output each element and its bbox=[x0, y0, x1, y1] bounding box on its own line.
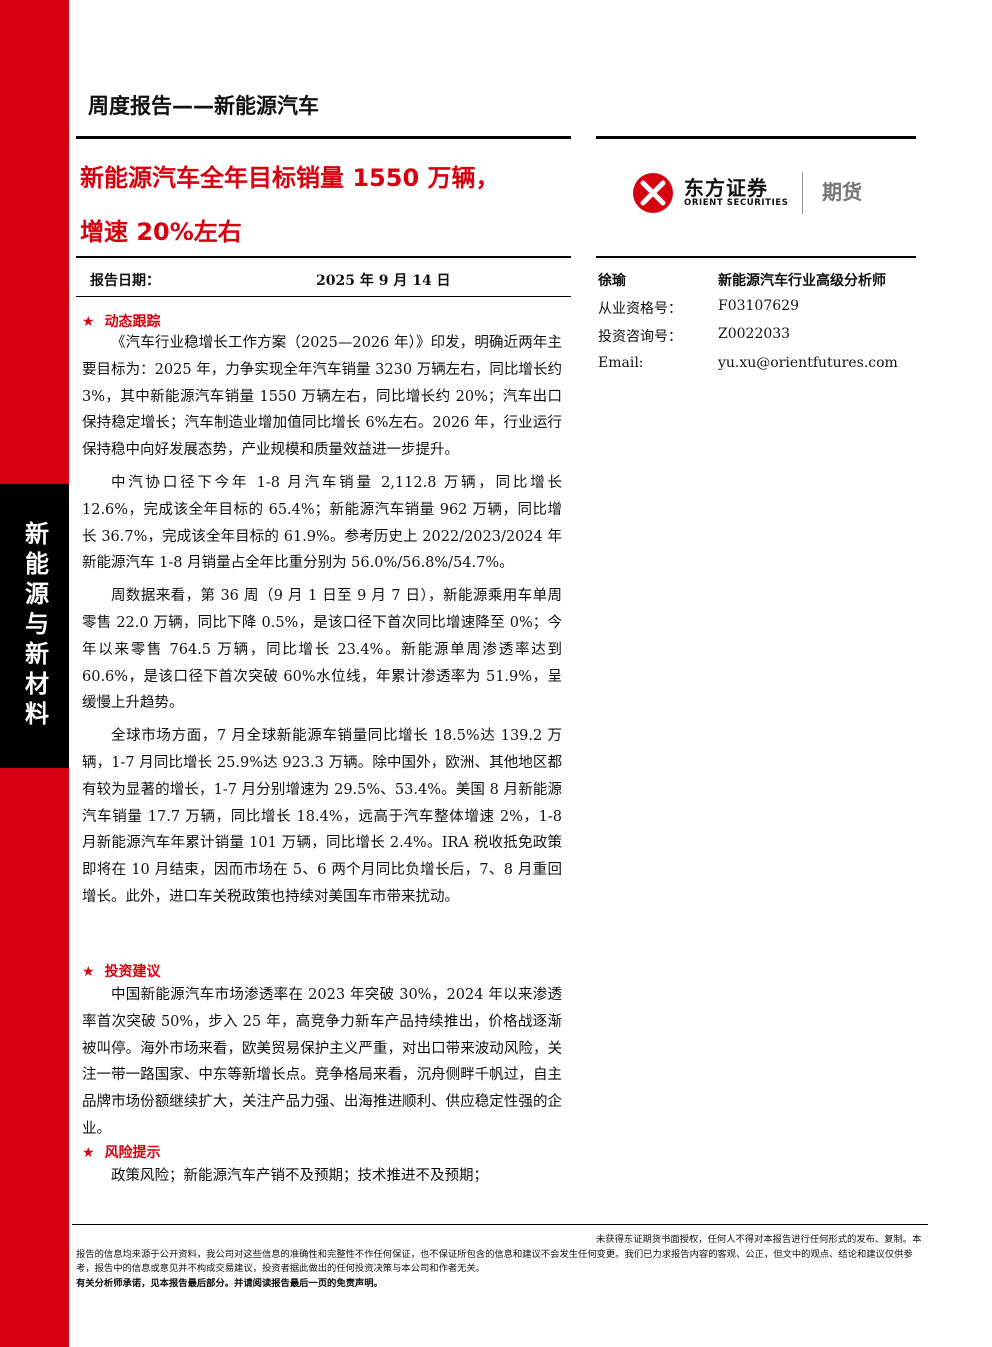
email-label: Email: bbox=[598, 355, 644, 371]
sector-label: 新能源与新材料 bbox=[20, 521, 49, 731]
footer-rule bbox=[72, 1224, 928, 1225]
section-body-tracking: 《汽车行业稳增长工作方案（2025—2026 年）》印发，明确近两年主要目标为：… bbox=[82, 330, 562, 911]
section-heading-risk: ★风险提示 bbox=[82, 1145, 161, 1161]
company-logo: 东方证券 ORIENT SECURITIES 期货 bbox=[632, 168, 932, 218]
star-icon: ★ bbox=[82, 314, 95, 330]
qualification-number: F03107629 bbox=[718, 298, 799, 314]
section-body-risk: 政策风险；新能源汽车产销不及预期；技术推进不及预期； bbox=[82, 1163, 562, 1190]
paragraph: 中国新能源汽车市场渗透率在 2023 年突破 30%，2024 年以来渗透率首次… bbox=[82, 987, 562, 1137]
paragraph: 全球市场方面，7 月全球新能源车销量同比增长 18.5%达 139.2 万辆，1… bbox=[82, 728, 562, 905]
date-rule-bottom bbox=[76, 296, 571, 297]
section-body-investment: 中国新能源汽车市场渗透率在 2023 年突破 30%，2024 年以来渗透率首次… bbox=[82, 982, 562, 1143]
report-date-value: 2025 年 9 月 14 日 bbox=[316, 273, 451, 289]
logo-suffix: 期货 bbox=[822, 180, 862, 204]
section-heading-investment: ★投资建议 bbox=[82, 964, 161, 980]
paragraph: 政策风险；新能源汽车产销不及预期；技术推进不及预期； bbox=[111, 1168, 488, 1184]
logo-chinese-name: 东方证券 bbox=[684, 176, 768, 200]
analyst-name: 徐瑜 bbox=[598, 273, 626, 289]
disclaimer: 未获得东证期货书面授权，任何人不得对本报告进行任何形式的发布、复制。本报告的信息… bbox=[76, 1233, 926, 1291]
date-rule-top bbox=[76, 256, 571, 258]
paragraph: 周数据来看，第 36 周（9 月 1 日至 9 月 7 日），新能源乘用车单周零… bbox=[82, 588, 562, 712]
paragraph: 《汽车行业稳增长工作方案（2025—2026 年）》印发，明确近两年主要目标为：… bbox=[82, 335, 562, 459]
logo-english-name: ORIENT SECURITIES bbox=[684, 198, 789, 208]
analyst-email[interactable]: yu.xu@orientfutures.com bbox=[718, 355, 898, 371]
qualification-label: 从业资格号： bbox=[598, 301, 682, 317]
consulting-label: 投资咨询号： bbox=[598, 329, 682, 345]
orient-logo-icon bbox=[633, 173, 673, 213]
header-rule-left bbox=[76, 136, 571, 139]
sector-tab: 新能源与新材料 bbox=[0, 484, 69, 768]
paragraph: 中汽协口径下今年 1-8 月汽车销量 2,112.8 万辆，同比增长 12.6%… bbox=[82, 474, 562, 572]
header-rule-right bbox=[596, 136, 916, 139]
consulting-number: Z0022033 bbox=[718, 326, 791, 342]
report-title-line-1: 新能源汽车全年目标销量 1550 万辆， bbox=[80, 164, 500, 192]
report-date-label: 报告日期： bbox=[90, 273, 160, 289]
analyst-rule-top bbox=[596, 256, 916, 258]
star-icon: ★ bbox=[82, 1145, 95, 1161]
logo-divider bbox=[802, 172, 803, 214]
star-icon: ★ bbox=[82, 964, 95, 980]
report-type: 周度报告——新能源汽车 bbox=[88, 94, 319, 118]
disclaimer-text: 未获得东证期货书面授权，任何人不得对本报告进行任何形式的发布、复制。本报告的信息… bbox=[76, 1234, 922, 1274]
disclaimer-analyst-note: 有关分析师承诺，见本报告最后部分。并请阅读报告最后一页的免责声明。 bbox=[76, 1277, 383, 1289]
section-heading-tracking: ★动态跟踪 bbox=[82, 314, 161, 330]
report-title-line-2: 增速 20%左右 bbox=[80, 218, 242, 246]
analyst-title: 新能源汽车行业高级分析师 bbox=[718, 273, 886, 289]
